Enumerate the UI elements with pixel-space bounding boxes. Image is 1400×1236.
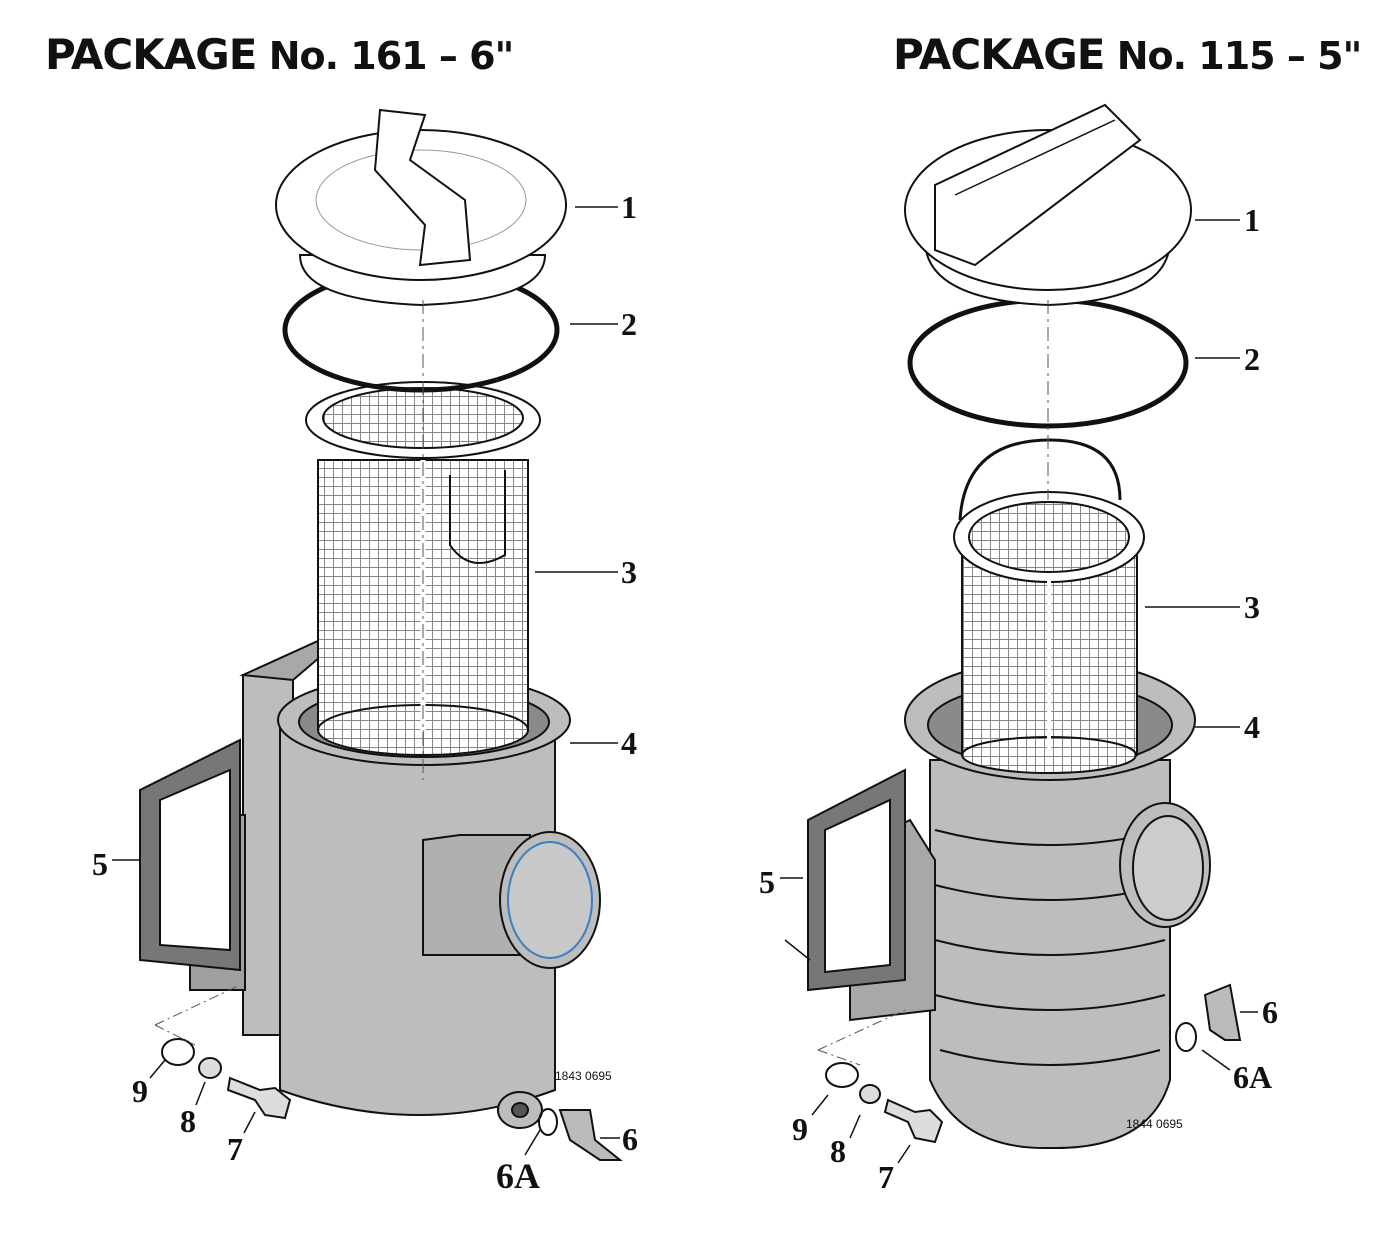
drain-plug-oring: [1175, 1022, 1197, 1052]
callout-1: 1: [621, 189, 637, 225]
callout-9: 9: [792, 1111, 808, 1147]
callout-7: 7: [878, 1159, 894, 1195]
callout-6a: 6A: [496, 1156, 540, 1196]
drawing-code: 1844 0695: [1126, 1117, 1183, 1131]
package-161-drawing: 1 2 3 4 5 9 8 7 6 6A 1843 0695: [92, 108, 638, 1196]
drain-plug: [558, 1109, 623, 1161]
package-161-title: PACKAGE No. 161 – 6": [45, 30, 515, 79]
lock-washer: [198, 1057, 222, 1079]
callout-5: 5: [92, 846, 108, 882]
bolt: [226, 1076, 292, 1120]
strainer-lid: [275, 108, 567, 307]
callout-6: 6: [622, 1121, 638, 1157]
title-prefix: PACKAGE: [893, 30, 1105, 79]
callout-4: 4: [1244, 709, 1260, 745]
callout-6: 6: [1262, 994, 1278, 1030]
drain-plug: [1203, 983, 1242, 1041]
callout-5: 5: [759, 864, 775, 900]
package-115-drawing: 1 2 3 4 5 6 6A 9 8 7 1844 0695: [759, 103, 1278, 1195]
drawing-code: 1843 0695: [555, 1069, 612, 1083]
strainer-basket: [953, 438, 1145, 774]
washer: [161, 1038, 195, 1066]
package-115-title: PACKAGE No. 115 – 5": [893, 30, 1363, 79]
callout-2: 2: [621, 306, 637, 342]
callout-2: 2: [1244, 341, 1260, 377]
drain-plug-oring: [538, 1108, 558, 1136]
callout-3: 3: [1244, 589, 1260, 625]
callout-9: 9: [132, 1073, 148, 1109]
washer: [825, 1062, 859, 1088]
callout-8: 8: [830, 1133, 846, 1169]
strainer-lid: [904, 103, 1192, 307]
title-number: No. 115 – 5": [1116, 34, 1363, 78]
callout-6a: 6A: [1233, 1059, 1272, 1095]
callout-4: 4: [621, 725, 637, 761]
bolt: [883, 1098, 944, 1144]
title-number: No. 161 – 6": [268, 34, 515, 78]
callout-1: 1: [1244, 202, 1260, 238]
lock-washer: [859, 1084, 881, 1104]
title-prefix: PACKAGE: [45, 30, 257, 79]
callout-3: 3: [621, 554, 637, 590]
callout-8: 8: [180, 1103, 196, 1139]
callout-7: 7: [227, 1131, 243, 1167]
